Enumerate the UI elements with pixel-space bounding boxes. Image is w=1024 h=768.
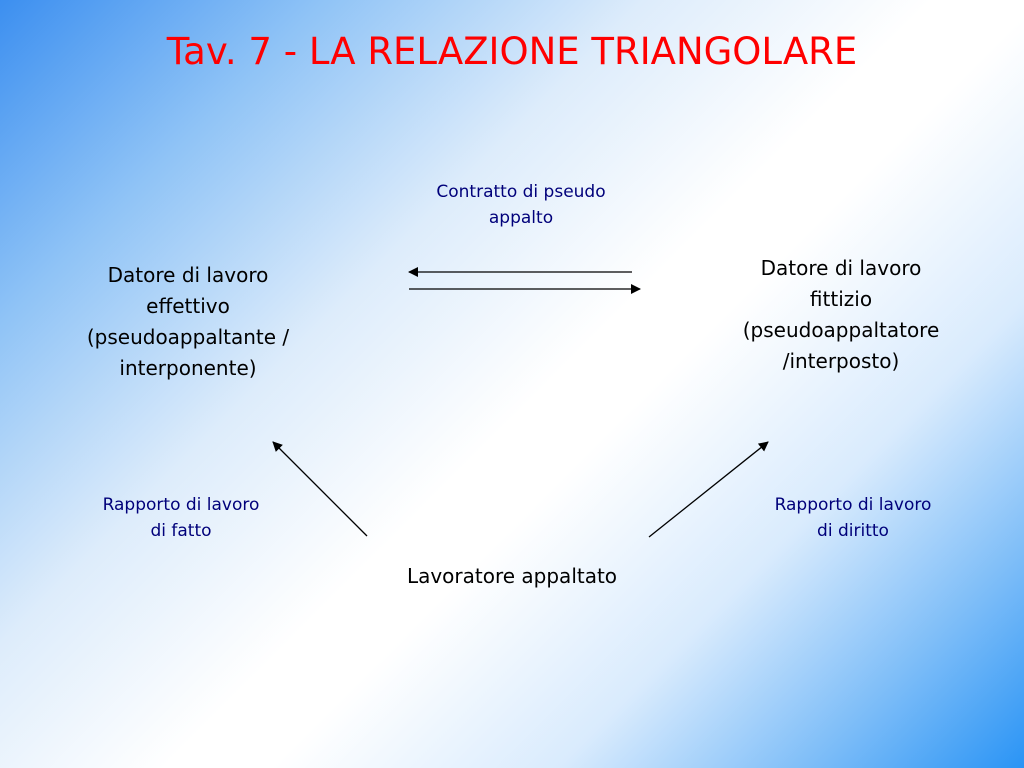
label-de-jure: Rapporto di lavoro di diritto — [774, 495, 932, 541]
label-de-facto: Rapporto di lavoro di fatto — [102, 495, 260, 541]
arrow-worker-to-effective — [272, 441, 368, 537]
label-contract: Contratto di pseudo appalto — [436, 182, 606, 228]
node-worker: Lavoratore appaltato — [406, 564, 618, 588]
node-effective-employer: Datore di lavoro effettivo (pseudoappalt… — [86, 263, 290, 380]
arrow-worker-to-fictitious — [648, 441, 769, 538]
node-fictitious-employer: Datore di lavoro fittizio (pseudoappalta… — [742, 256, 940, 373]
slide-title: Tav. 7 - LA RELAZIONE TRIANGOLARE — [166, 30, 858, 73]
